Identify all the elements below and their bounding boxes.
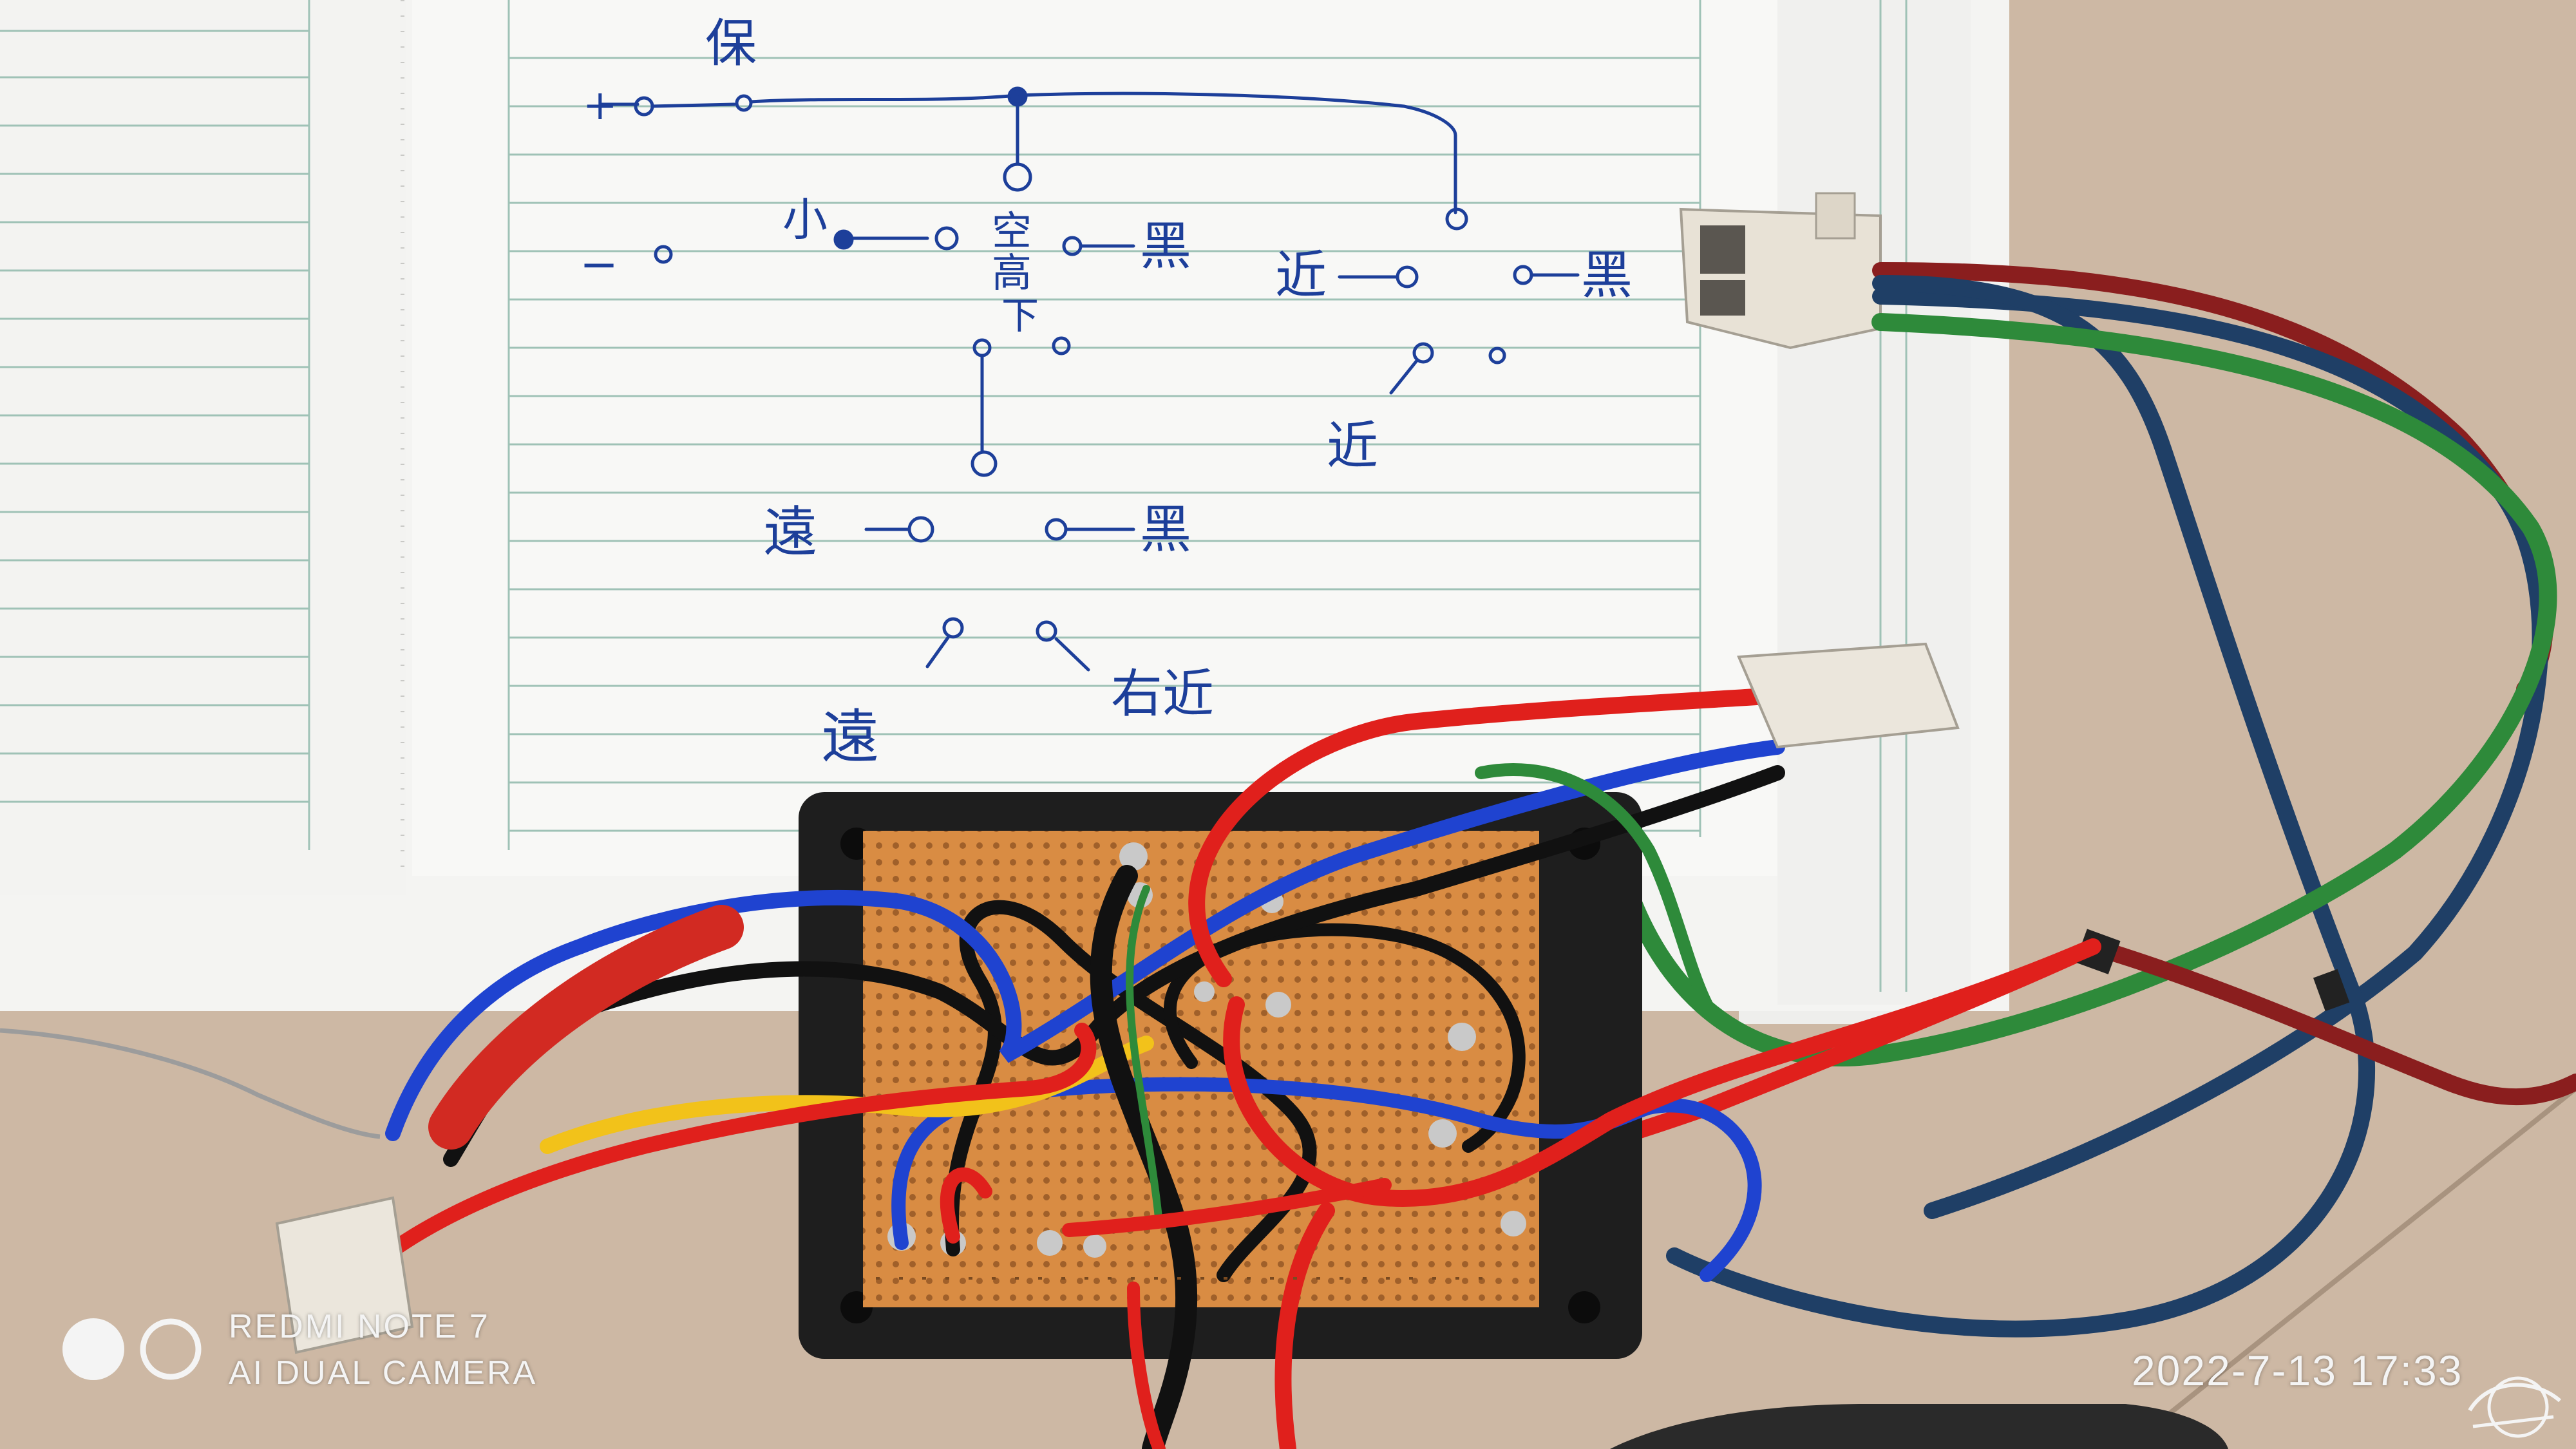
label-hei-3: 黑 xyxy=(1140,500,1191,560)
label-you-jin: 右近 xyxy=(1111,664,1214,724)
label-jin-2: 近 xyxy=(1327,416,1378,476)
stray-wire xyxy=(0,1028,381,1139)
label-yuan-2: 遠 xyxy=(821,703,879,771)
photo-timestamp: 2022-7-13 17:33 xyxy=(2132,1347,2463,1394)
label-yuan-1: 遠 xyxy=(763,500,817,564)
label-hei-2: 黑 xyxy=(1581,245,1633,305)
label-xiao: 小 xyxy=(782,193,828,246)
connector-left xyxy=(275,1196,414,1354)
schematic-labels: 保 + − 小 空 高 下 黑 近 黑 近 遠 黑 遠 右近 xyxy=(580,14,1633,771)
label-plus: + xyxy=(583,82,618,129)
label-jin-1: 近 xyxy=(1275,245,1327,305)
wire-sleeve-left xyxy=(428,905,744,1150)
camera-lens-icon xyxy=(62,1318,202,1380)
connector-top-right xyxy=(1679,192,1882,350)
wires-board xyxy=(353,687,2101,1449)
label-xia: 下 xyxy=(1001,294,1039,337)
label-bao: 保 xyxy=(705,14,757,73)
watermark-brand: REDMI NOTE 7 xyxy=(229,1308,490,1345)
hand-drawn-schematic xyxy=(600,86,1580,672)
watermark-camera: AI DUAL CAMERA xyxy=(229,1354,538,1392)
label-gao: 高 xyxy=(992,249,1032,296)
label-kong: 空 xyxy=(992,207,1032,254)
table-tile-line xyxy=(2123,1086,2576,1449)
label-minus: − xyxy=(580,237,618,291)
label-hei-1: 黑 xyxy=(1140,216,1191,276)
moto-club-logo-icon xyxy=(2468,1376,2561,1438)
connector-top-center xyxy=(1737,642,1960,749)
dark-object-bottom xyxy=(1610,1404,2228,1449)
